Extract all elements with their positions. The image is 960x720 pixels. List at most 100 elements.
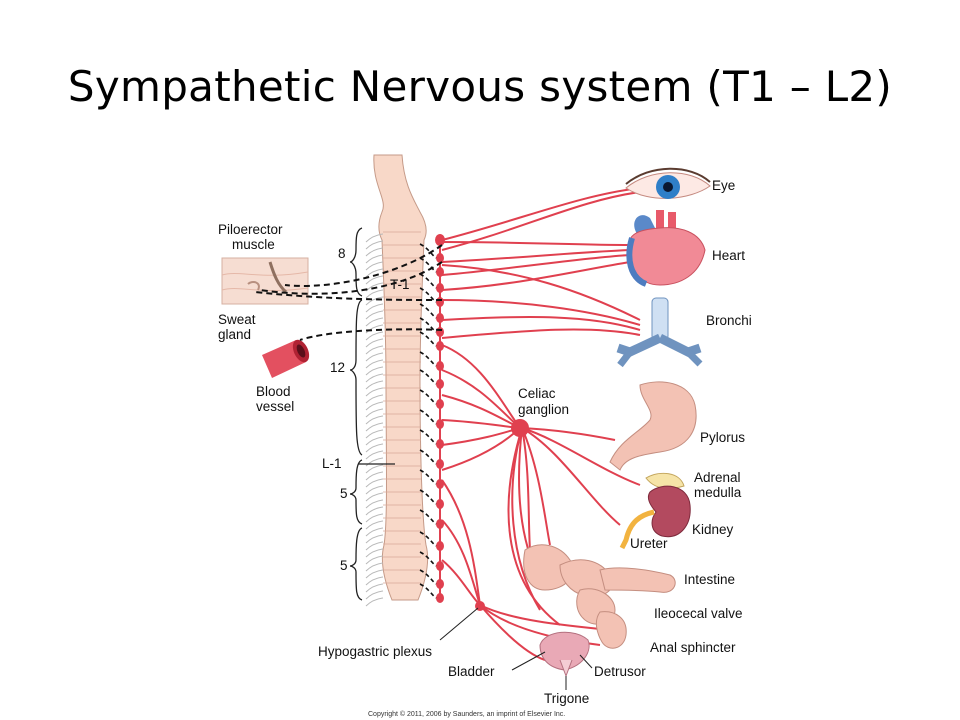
nerve-root: [365, 471, 384, 481]
nerve-root: [365, 247, 384, 257]
sympathetic-fibers-left: [254, 244, 443, 341]
chain-ganglion: [436, 341, 444, 351]
preganglionic-fiber: [419, 489, 437, 505]
chain-ganglion: [436, 361, 444, 371]
chain-ganglion: [436, 541, 444, 551]
nerve-root: [365, 233, 384, 243]
nerve-root: [365, 275, 384, 285]
label-blood-line1: Blood: [256, 384, 291, 399]
nerve-root: [365, 464, 384, 474]
nerve-root: [365, 429, 384, 439]
blood-vessel-shape: [262, 339, 310, 378]
preganglionic-fiber: [419, 273, 437, 289]
kidney-illustration: [619, 472, 691, 550]
chain-ganglion: [436, 561, 444, 571]
label-count-5a: 5: [340, 486, 348, 501]
chain-ganglion: [436, 283, 444, 293]
nerve-root: [365, 478, 384, 488]
nerve-root: [365, 345, 384, 355]
nerve-root: [365, 338, 384, 348]
nerve-root: [365, 492, 384, 502]
chain-ganglion: [436, 379, 444, 389]
nerve-root: [365, 499, 384, 509]
preganglionic-fiber: [419, 369, 437, 385]
label-ileocecal: Ileocecal valve: [654, 606, 743, 621]
preganglionic-fiber: [419, 351, 437, 367]
label-celiac-line2: ganglion: [518, 402, 569, 417]
nerve-root: [365, 240, 384, 250]
label-adrenal-line1: Adrenal: [694, 470, 741, 485]
preganglionic-fiber: [419, 531, 437, 547]
nerve-root: [365, 394, 384, 404]
nerve-root: [365, 352, 384, 362]
slide-title: Sympathetic Nervous system (T1 – L2): [67, 62, 893, 111]
label-sweat-line1: Sweat: [218, 312, 256, 327]
chain-ganglia: [435, 234, 445, 603]
preganglionic-fiber: [419, 331, 437, 347]
bladder-pointers: [511, 651, 593, 690]
label-celiac-line1: Celiac: [518, 386, 556, 401]
label-kidney: Kidney: [692, 522, 734, 537]
chain-ganglion: [436, 499, 444, 509]
label-eye: Eye: [712, 178, 735, 193]
nerve-root: [365, 359, 384, 369]
nerve-root: [365, 380, 384, 390]
nerve-root: [365, 534, 384, 544]
stomach-illustration: [609, 381, 697, 471]
nerve-root: [365, 289, 384, 299]
preganglionic-fibers: [419, 243, 437, 599]
celiac-ganglion: [511, 419, 529, 437]
label-pylorus: Pylorus: [700, 430, 745, 445]
segment-brackets: [349, 227, 395, 601]
nerve-root: [365, 261, 384, 271]
nerve-root: [365, 513, 384, 523]
spinal-cord: [373, 154, 429, 601]
chain-ganglion: [436, 459, 444, 469]
nerve-root: [365, 268, 384, 278]
nerve-root: [365, 296, 384, 306]
nerve-root-fringe: [365, 233, 384, 607]
chain-ganglion: [436, 439, 444, 449]
chain-ganglion: [436, 327, 444, 337]
nerve-root: [365, 415, 384, 425]
preganglionic-fiber: [419, 257, 437, 273]
spine-segment-lines: [383, 231, 421, 584]
skin-section: [221, 257, 309, 305]
chain-ganglion: [436, 579, 444, 589]
nerve-root: [365, 401, 384, 411]
nerve-root: [365, 590, 384, 600]
label-piloerector-line1: Piloerector: [218, 222, 283, 237]
nerve-root: [365, 331, 384, 341]
preganglionic-fiber: [419, 429, 437, 445]
nerve-root: [365, 562, 384, 572]
bronchi-illustration: [616, 297, 703, 368]
preganglionic-fiber: [419, 469, 437, 485]
preganglionic-fiber: [419, 303, 437, 319]
eye-illustration: [625, 167, 711, 199]
nerve-root: [365, 548, 384, 558]
nerve-root: [365, 373, 384, 383]
nerve-root: [365, 576, 384, 586]
nerve-root: [365, 583, 384, 593]
label-count-12: 12: [330, 360, 345, 375]
preganglionic-fiber: [419, 243, 437, 259]
chain-ganglion: [436, 313, 444, 323]
nerve-root: [365, 506, 384, 516]
chain-ganglion: [436, 399, 444, 409]
preganglionic-fiber: [419, 509, 437, 525]
chain-ganglion: [436, 297, 444, 307]
nerve-root: [365, 527, 384, 537]
label-bladder: Bladder: [448, 664, 495, 679]
preganglionic-fiber: [419, 409, 437, 425]
nerve-root: [365, 450, 384, 460]
nerve-root: [365, 597, 384, 607]
preganglionic-fiber: [419, 569, 437, 585]
nerve-root: [365, 303, 384, 313]
nerve-root: [365, 555, 384, 565]
nerve-root: [365, 317, 384, 327]
chain-ganglion: [436, 519, 444, 529]
postganglionic-nerves: [441, 187, 641, 661]
label-l1: L-1: [322, 456, 342, 471]
nerve-root: [365, 422, 384, 432]
preganglionic-fiber: [419, 551, 437, 567]
